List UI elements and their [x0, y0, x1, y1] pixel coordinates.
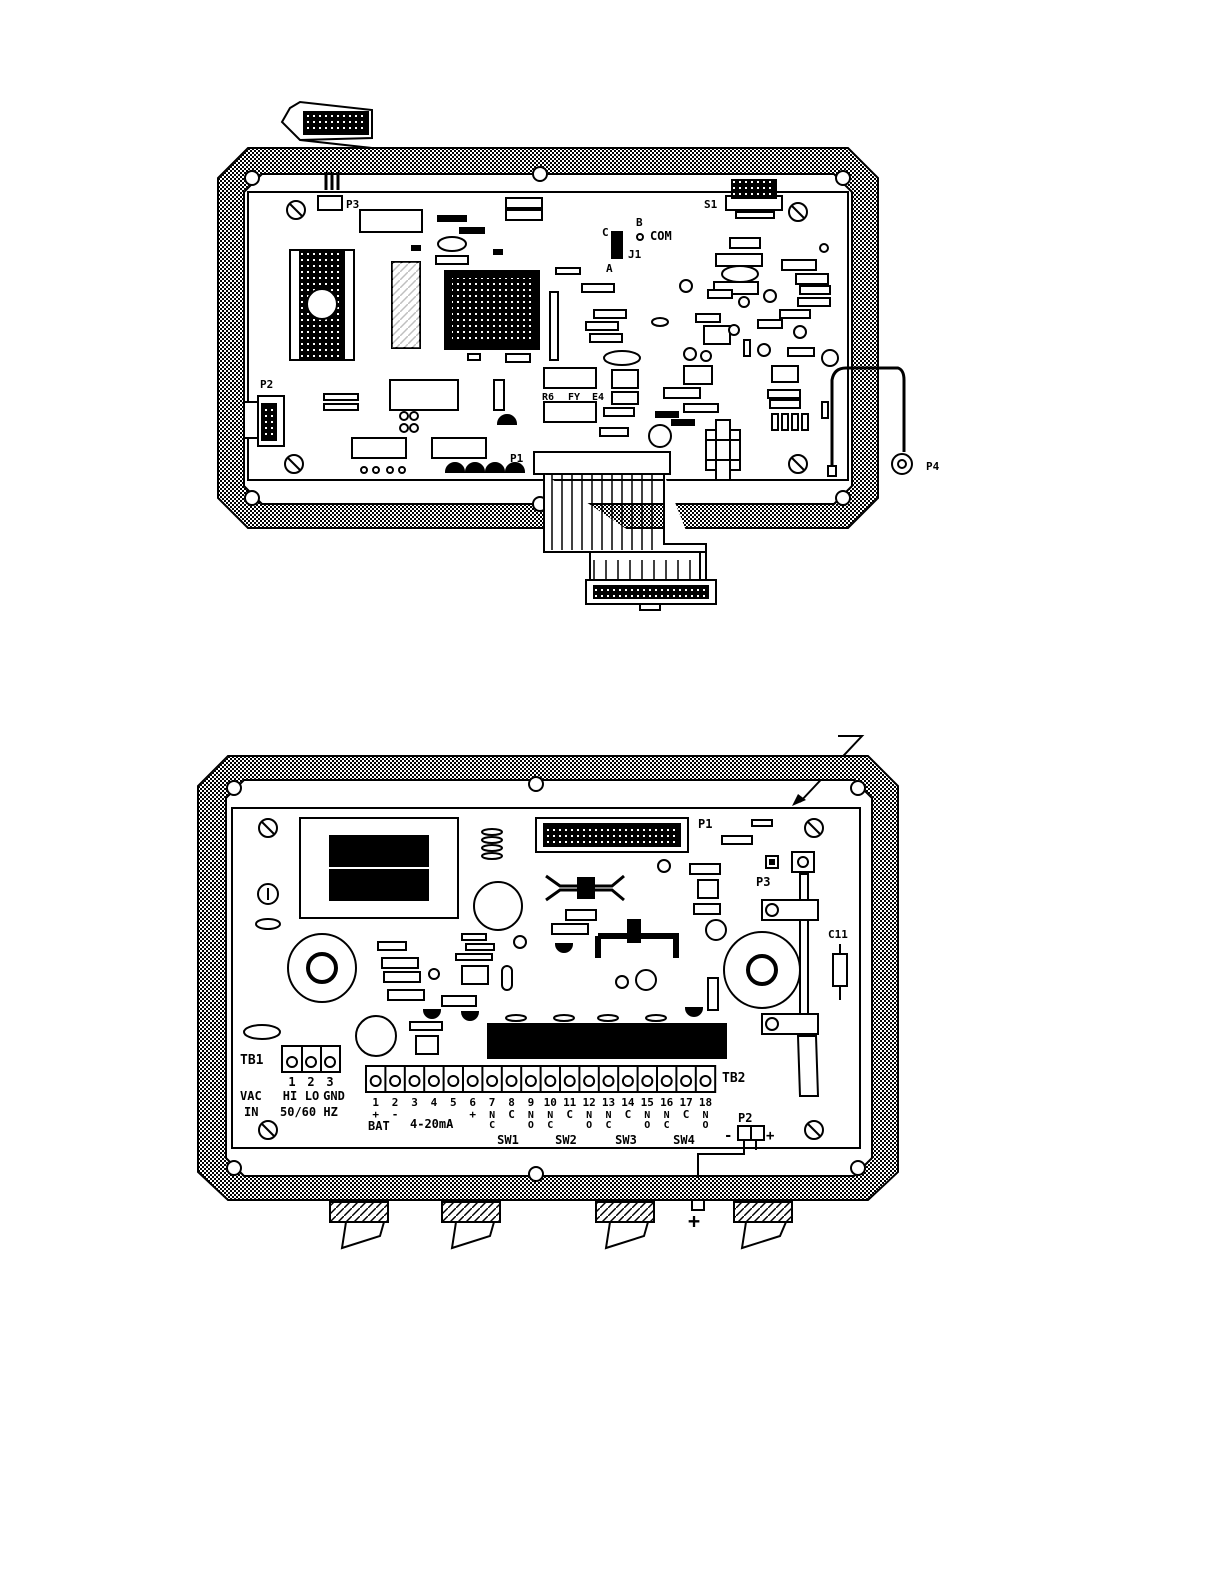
label-p1-top: P1	[510, 452, 524, 465]
label-e4: E4	[592, 392, 604, 403]
tb2-terminal-number: 3	[411, 1096, 418, 1109]
tb1-terminal-name: LO	[305, 1089, 319, 1103]
label-tb2: TB2	[722, 1071, 745, 1086]
tb2-terminal-number: 16	[660, 1096, 674, 1109]
tb1-terminal-name: GND	[323, 1089, 345, 1103]
tb2-terminal-type: O	[702, 1120, 708, 1131]
label-c11: C11	[828, 928, 848, 941]
top-transformer	[706, 420, 740, 480]
tb2-terminal-number: 12	[582, 1096, 595, 1109]
p2-connector-top	[244, 396, 284, 446]
label-tb1: TB1	[240, 1053, 264, 1068]
tb2-terminal-number: 15	[641, 1096, 654, 1109]
label-j1: J1	[628, 248, 642, 261]
cable-glands	[330, 1200, 792, 1248]
switch-group-label: SW2	[555, 1133, 577, 1147]
label-4-20ma: 4-20mA	[410, 1117, 454, 1131]
tb2-screw	[565, 1076, 575, 1086]
ic-top	[360, 210, 422, 232]
label-vac: VAC	[240, 1089, 262, 1103]
tb2-terminal-type: C	[508, 1108, 515, 1121]
tb1-terminal-number: 1	[288, 1075, 295, 1089]
label-p2-plus: +	[766, 1128, 774, 1144]
label-r6: R6	[542, 392, 554, 403]
tb2-screw	[526, 1076, 536, 1086]
tb1-terminal-block	[282, 1046, 340, 1072]
tb2-screw	[623, 1076, 633, 1086]
tb2-screw	[701, 1076, 711, 1086]
tb2-screw	[448, 1076, 458, 1086]
label-p3-bottom: P3	[756, 875, 770, 889]
tb2-screw	[662, 1076, 672, 1086]
tb2-terminal-type: C	[664, 1120, 670, 1131]
microcontroller	[444, 270, 540, 350]
label-fy: FY	[568, 392, 580, 403]
tb1-terminal-number: 2	[307, 1075, 314, 1089]
label-50-60hz: 50/60 HZ	[280, 1105, 338, 1119]
label-p3-top: P3	[346, 198, 359, 211]
right-toroid	[724, 932, 800, 1008]
bottom-board: P1 P3 C11 TB1 TB2 P2 - + + BAT 4-20mA VA…	[198, 736, 898, 1248]
tb2-screw	[642, 1076, 652, 1086]
tb2-screw	[487, 1076, 497, 1086]
switch-group-label: SW4	[673, 1133, 695, 1147]
tb2-terminal-number: 5	[450, 1096, 457, 1109]
lcd-display	[300, 818, 458, 918]
tb2-screw	[410, 1076, 420, 1086]
tb2-terminal-block	[366, 1066, 715, 1092]
tb2-terminal-type: C	[605, 1120, 611, 1131]
label-p2-bottom: P2	[738, 1111, 752, 1125]
tb2-terminal-number: 4	[431, 1096, 438, 1109]
tb2-screw	[468, 1076, 478, 1086]
tb2-screw	[371, 1076, 381, 1086]
tb2-terminal-number: 10	[544, 1096, 557, 1109]
tb2-screw	[507, 1076, 517, 1086]
eprom-chip	[290, 250, 354, 360]
label-c: C	[602, 226, 609, 239]
tb2-terminal-number: 18	[699, 1096, 712, 1109]
label-plus-bottom: +	[688, 1209, 700, 1233]
label-a: A	[606, 262, 613, 275]
label-p2-minus: -	[724, 1128, 732, 1144]
tb2-terminal-number: 13	[602, 1096, 615, 1109]
label-p2-top: P2	[260, 378, 273, 391]
tb2-terminal-type: +	[372, 1108, 379, 1121]
tb1-terminal-number: 3	[326, 1075, 333, 1089]
top-board: P3 S1 B C COM A J1 P2 P1 P4 R6 FY E4	[218, 102, 940, 610]
tb2-terminal-type: O	[528, 1120, 534, 1131]
label-s1: S1	[704, 198, 718, 211]
tb2-terminal-type: C	[625, 1108, 632, 1121]
tb2-screw	[604, 1076, 614, 1086]
label-b: B	[636, 216, 643, 229]
tb2-terminal-type: +	[469, 1108, 476, 1121]
tb2-screw	[584, 1076, 594, 1086]
label-p1-bottom: P1	[698, 817, 712, 831]
label-bat: BAT	[368, 1119, 390, 1133]
tb2-screw	[545, 1076, 555, 1086]
switch-group-label: SW3	[615, 1133, 637, 1147]
tb2-terminal-type: O	[644, 1120, 650, 1131]
tb2-screw	[681, 1076, 691, 1086]
tb2-terminal-type: C	[683, 1108, 690, 1121]
tb2-terminal-type: C	[547, 1120, 553, 1131]
tb2-terminal-type: O	[586, 1120, 592, 1131]
tb2-terminal-type: C	[489, 1120, 495, 1131]
tb1-terminal-name: HI	[283, 1089, 297, 1103]
label-com: COM	[650, 229, 672, 243]
tb2-terminal-number: 9	[528, 1096, 535, 1109]
label-p4: P4	[926, 460, 940, 473]
tb2-screw	[429, 1076, 439, 1086]
tb2-terminal-number: 7	[489, 1096, 496, 1109]
tb2-terminal-type: C	[566, 1108, 573, 1121]
label-in: IN	[244, 1105, 258, 1119]
tb2-terminal-type: -	[392, 1108, 399, 1121]
tb2-screw	[390, 1076, 400, 1086]
switch-group-label: SW1	[497, 1133, 519, 1147]
